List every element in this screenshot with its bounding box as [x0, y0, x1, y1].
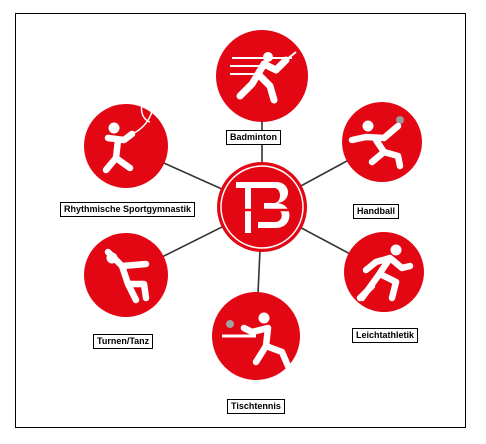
leichtathletik-icon: [344, 232, 424, 312]
badminton-icon: [216, 30, 308, 122]
label-handball: Handball: [353, 204, 400, 219]
label-badminton: Badminton: [226, 130, 281, 145]
label-rsg: Rhythmische Sportgymnastik: [60, 202, 196, 217]
turnen-icon: [84, 233, 168, 317]
label-turnen: Turnen/Tanz: [93, 334, 154, 349]
label-tischtennis: Tischtennis: [227, 399, 285, 414]
rsg-icon: [84, 99, 168, 188]
handball-icon: [342, 102, 422, 182]
label-leichtathletik: Leichtathletik: [352, 328, 419, 343]
club-logo: [217, 162, 307, 252]
tischtennis-icon: [212, 292, 300, 380]
